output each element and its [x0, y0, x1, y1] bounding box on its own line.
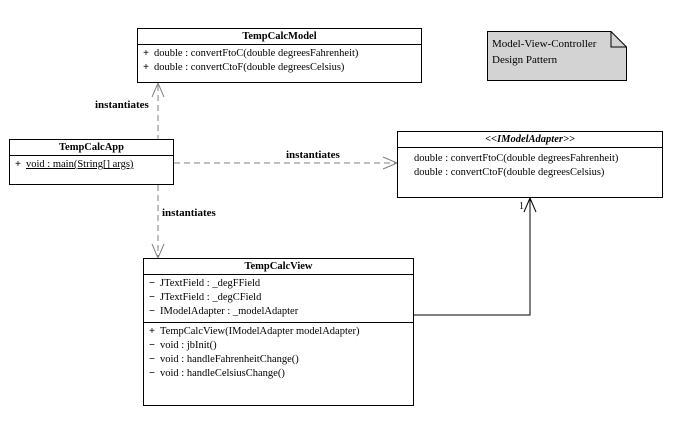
class-name: TempCalcView [144, 259, 413, 275]
attribute-row: −JTextField : _degCField [144, 291, 413, 305]
method-row: −void : jbInit() [144, 339, 413, 353]
attribute-row: −IModelAdapter : _modelAdapter [144, 305, 413, 319]
arrowhead-model [151, 81, 165, 98]
method-row: + void : main(String[] args) [10, 158, 173, 172]
method-text: void : handleFahrenheitChange() [160, 354, 299, 365]
method-text: void : handleCelsiusChange() [160, 368, 285, 379]
note-text: Model-View-Controller Design Pattern [492, 36, 596, 68]
attribute-text: JTextField : _degFField [160, 278, 261, 289]
method-text: double : convertFtoC(double degreesFahre… [414, 153, 619, 164]
private-icon: − [149, 292, 155, 303]
label-instantiates-adapter: instantiates [286, 149, 340, 161]
private-icon: − [149, 306, 155, 317]
attributes-compartment: −JTextField : _degFField −JTextField : _… [144, 275, 413, 323]
interface-name: <<IModelAdapter>> [398, 132, 662, 148]
multiplicity-label: 1 [519, 201, 524, 212]
private-icon: − [149, 278, 155, 289]
attribute-text: IModelAdapter : _modelAdapter [160, 306, 299, 317]
class-name: TempCalcModel [138, 29, 421, 45]
note-shape [487, 31, 627, 81]
label-instantiates-model: instantiates [95, 99, 149, 111]
association-view-adapter [414, 198, 531, 316]
method-text: TempCalcView(IModelAdapter modelAdapter) [160, 326, 360, 337]
public-icon: + [143, 48, 149, 59]
note-line-1: Model-View-Controller [492, 38, 597, 50]
private-icon: − [149, 368, 155, 379]
method-row: + double : convertFtoC(double degreesFahr… [138, 47, 421, 61]
interface-imodeladapter[interactable]: <<IModelAdapter>> double : convertFtoC(d… [397, 131, 663, 198]
methods-compartment: + double : convertFtoC(double degreesFahr… [138, 45, 421, 78]
class-tempcalcview[interactable]: TempCalcView −JTextField : _degFField −J… [143, 258, 414, 406]
private-icon: − [149, 354, 155, 365]
method-row: −void : handleCelsiusChange() [144, 367, 413, 381]
design-pattern-note[interactable]: Model-View-Controller Design Pattern [487, 31, 627, 81]
public-icon: + [15, 159, 21, 170]
methods-compartment: double : convertFtoC(double degreesFahre… [398, 148, 662, 183]
methods-compartment: + TempCalcView(IModelAdapter modelAdapter… [144, 323, 413, 384]
method-text: double : convertFtoC(double degreesFahre… [154, 48, 359, 59]
public-icon: + [143, 62, 149, 73]
method-text: double : convertCtoF(double degreesCelsi… [414, 167, 605, 178]
method-row: + double : convertCtoF(double degreesCels… [138, 61, 421, 75]
methods-compartment: + void : main(String[] args) [10, 156, 173, 175]
arrowhead-association [523, 196, 537, 213]
attribute-row: −JTextField : _degFField [144, 277, 413, 291]
private-icon: − [149, 340, 155, 351]
class-tempcalcmodel[interactable]: TempCalcModel + double : convertFtoC(doub… [137, 28, 422, 83]
note-line-2: Design Pattern [492, 54, 558, 66]
label-instantiates-view: instantiates [162, 207, 216, 219]
method-row: double : convertFtoC(double degreesFahre… [398, 152, 662, 166]
method-text: double : convertCtoF(double degreesCelsi… [154, 62, 345, 73]
class-tempcalcapp[interactable]: TempCalcApp + void : main(String[] args) [9, 139, 174, 185]
method-text: void : jbInit() [160, 340, 217, 351]
method-row: −void : handleFahrenheitChange() [144, 353, 413, 367]
attribute-text: JTextField : _degCField [160, 292, 262, 303]
class-name: TempCalcApp [10, 140, 173, 156]
public-icon: + [149, 326, 155, 337]
method-text: void : main(String[] args) [26, 159, 134, 170]
method-row: + TempCalcView(IModelAdapter modelAdapter… [144, 325, 413, 339]
method-row: double : convertCtoF(double degreesCelsi… [398, 166, 662, 180]
